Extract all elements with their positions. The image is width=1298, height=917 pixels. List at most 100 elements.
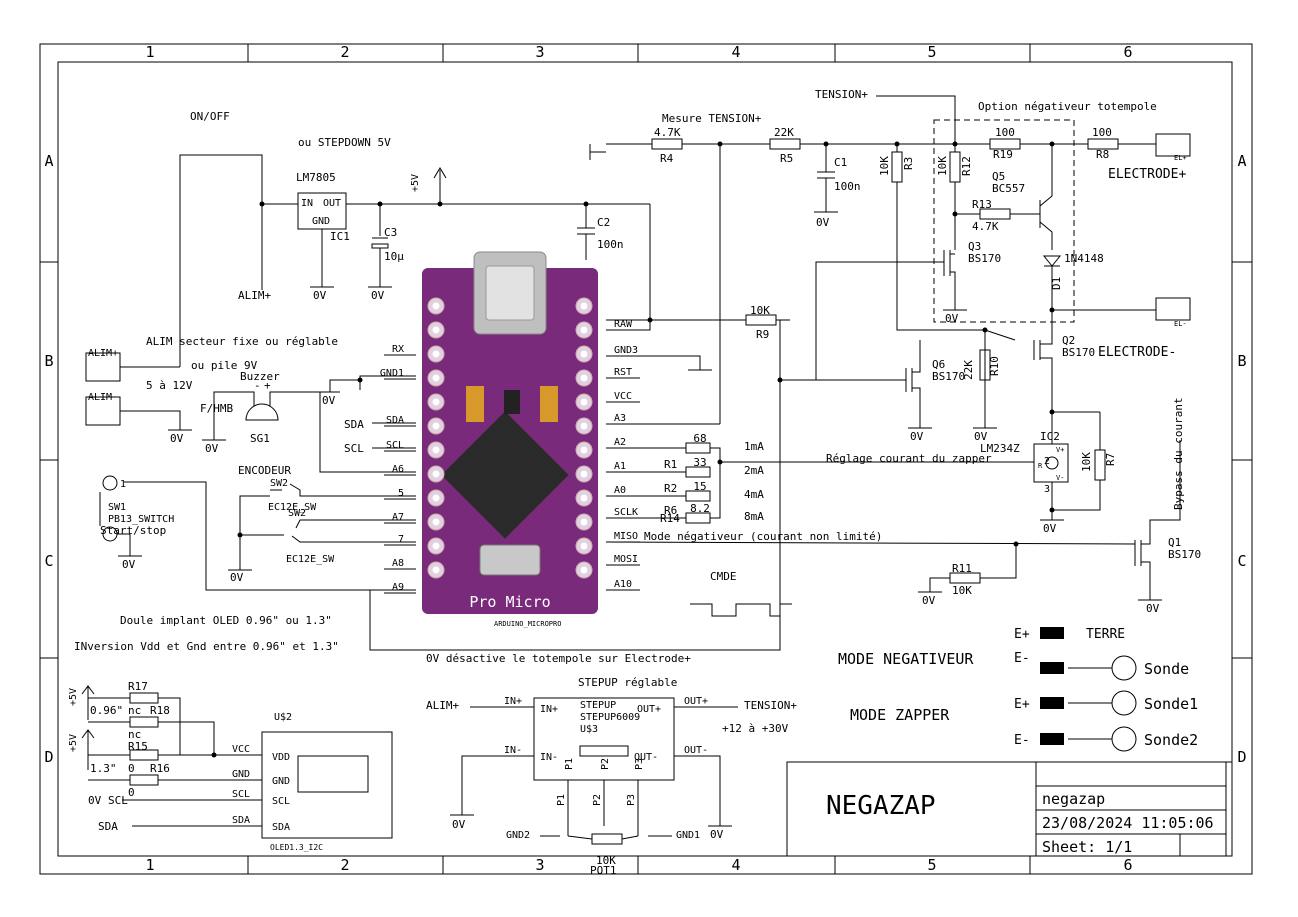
- regulator-name: LM7805: [296, 171, 336, 184]
- ladder-value: 8.2: [690, 502, 710, 515]
- arduino-pin-right: RST: [614, 367, 632, 378]
- sonde1-label: Sonde1: [1144, 695, 1198, 713]
- ladder-ref: R2: [664, 482, 677, 495]
- stepup-p2-inner: P2: [600, 758, 611, 770]
- ladder-ref: R6: [664, 504, 677, 517]
- lm234-pin3: 3: [1044, 484, 1050, 495]
- frame-col-top: 5: [927, 43, 936, 61]
- alim-note-2: ou pile 9V: [191, 359, 258, 372]
- encoder-part-2: EC12E_SW: [286, 554, 335, 565]
- gnd-oled: 0V: [88, 794, 102, 807]
- stepdown-note: ou STEPDOWN 5V: [298, 136, 391, 149]
- board-pin-hole-center: [432, 422, 440, 430]
- q2-ref: Q2: [1062, 334, 1075, 347]
- stepup-title: STEPUP réglable: [578, 676, 677, 689]
- frame-col-top: 4: [731, 43, 740, 61]
- plus5v-label: +5V: [410, 174, 421, 192]
- d1-type: 1N4148: [1064, 252, 1104, 265]
- oled-13: 1.3": [90, 762, 117, 775]
- gnd-alim: 0V: [170, 432, 184, 445]
- q6-type: BS170: [932, 370, 965, 383]
- stepup-gnd1: GND1: [676, 830, 700, 841]
- ladder-value: 15: [693, 480, 706, 493]
- stepup-chip-1: STEPUP: [580, 700, 616, 711]
- frame-col-top: 2: [340, 43, 349, 61]
- gnd-lm234: 0V: [1043, 522, 1057, 535]
- board-pin-hole-center: [580, 374, 588, 382]
- buzzer-plus: +: [264, 379, 271, 392]
- pot-p3: P3: [626, 794, 637, 806]
- sw1-label: Start/stop: [100, 524, 166, 537]
- on-off-label: ON/OFF: [190, 110, 230, 123]
- stepup-alim-net: ALIM+: [426, 699, 459, 712]
- alim-plus-connector: ALIM+: [88, 348, 118, 359]
- regulator-ref: IC1: [330, 230, 350, 243]
- gnd-c1: 0V: [816, 216, 830, 229]
- frame-row-left: B: [44, 352, 53, 370]
- stepup-range: +12 à +30V: [722, 722, 789, 735]
- c3-ref: C3: [384, 226, 397, 239]
- mesure-label: Mesure TENSION+: [662, 112, 762, 125]
- alim-minus-connector: ALIM-: [88, 392, 118, 403]
- electrode-minus-label: ELECTRODE-: [1098, 345, 1176, 360]
- oled-pin-gnd: GND: [272, 776, 290, 787]
- oled-pin-scl: SCL: [272, 796, 290, 807]
- ic2-ref: IC2: [1040, 430, 1060, 443]
- r4-ref: R4: [660, 152, 674, 165]
- board-pin-hole-center: [432, 350, 440, 358]
- reg-out-pin: OUT: [323, 198, 341, 209]
- arduino-pin-right: SCLK: [614, 507, 638, 518]
- gnd-ic1: 0V: [313, 289, 327, 302]
- frame-col-top: 3: [535, 43, 544, 61]
- mode-negativeur: MODE NEGATIVEUR: [838, 650, 974, 668]
- oled-sda-ext: SDA: [98, 820, 118, 833]
- arduino-pin-left: RX: [392, 344, 404, 355]
- sw1-part: PB13_SWITCH: [108, 514, 174, 525]
- arduino-pin-right: A10: [614, 579, 632, 590]
- board-pin-hole-center: [432, 446, 440, 454]
- r13-value: 4.7K: [972, 220, 999, 233]
- mode-zapper: MODE ZAPPER: [850, 706, 950, 724]
- arduino-pin-right: RAW: [614, 319, 633, 330]
- bypass-label: Bypass du courant: [1172, 397, 1185, 510]
- ext-sda-label: SDA: [344, 418, 364, 431]
- oled-ref: U$2: [274, 712, 292, 723]
- lm234-vplus: V+: [1056, 446, 1064, 454]
- arduino-pin-right: MISO: [614, 531, 638, 542]
- sonde1-eplus: E+: [1014, 697, 1030, 712]
- oled-gnd-net: GND: [232, 769, 250, 780]
- pot-p1: P1: [556, 794, 567, 806]
- frame-row-right: A: [1237, 152, 1246, 170]
- board-silk-label: Pro Micro: [469, 593, 550, 611]
- frame-col-top: 1: [145, 43, 154, 61]
- r10-ref: R10: [988, 356, 1001, 376]
- r11-ref: R11: [952, 562, 972, 575]
- q1-type: BS170: [1168, 548, 1201, 561]
- sonde-eminus: E-: [1014, 651, 1030, 666]
- stepup-gnd2: GND2: [506, 830, 530, 841]
- lm234-r: R: [1038, 462, 1043, 470]
- frame-col-bottom: 3: [535, 856, 544, 874]
- frame-row-right: D: [1237, 748, 1246, 766]
- r7-value: 10K: [1080, 452, 1093, 472]
- r13-ref: R13: [972, 198, 992, 211]
- q2-type: BS170: [1062, 346, 1095, 359]
- arduino-pin-left: A6: [392, 464, 404, 475]
- r4-value: 4.7K: [654, 126, 681, 139]
- board-pin-hole-center: [432, 566, 440, 574]
- oled-5v-1: +5V: [68, 688, 79, 706]
- gnd-r11: 0V: [922, 594, 936, 607]
- gnd-q1: 0V: [1146, 602, 1160, 615]
- ladder-ref: R1: [664, 458, 677, 471]
- arduino-pin-right: A3: [614, 413, 626, 424]
- oled-pin-sda: SDA: [272, 822, 290, 833]
- frame-row-right: B: [1237, 352, 1246, 370]
- encoder-sw2b: SW2: [288, 508, 306, 519]
- arduino-pin-right: A1: [614, 461, 626, 472]
- pad-sonde1-plus: [1040, 697, 1064, 709]
- gnd-buzzer: 0V: [205, 442, 219, 455]
- pad-terre-plus: [1040, 627, 1064, 639]
- buzzer-ref: SG1: [250, 432, 270, 445]
- cmde-label: CMDE: [710, 570, 737, 583]
